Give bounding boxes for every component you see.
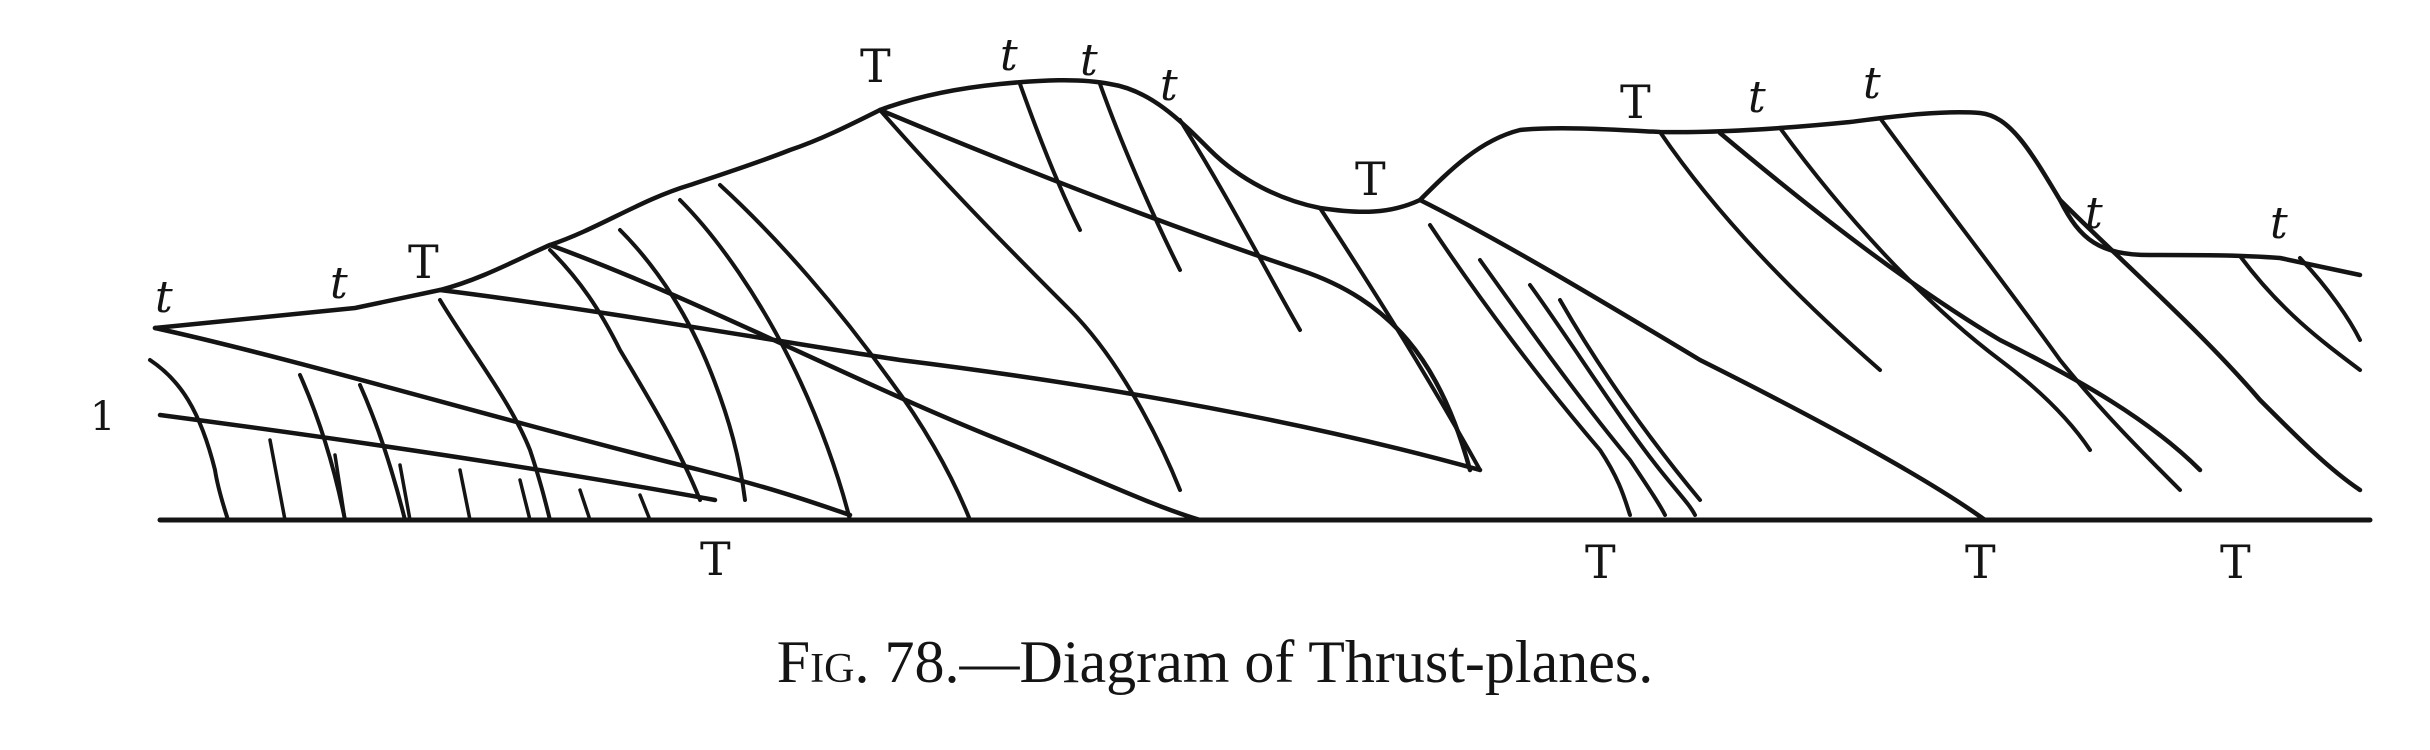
short-stroke [268, 438, 287, 522]
surface-end [2298, 256, 2362, 342]
figure-caption: Fig. 78.—Diagram of Thrust-planes. [0, 628, 2430, 697]
stratum-line [148, 358, 230, 522]
short-stroke [578, 488, 592, 522]
short-stroke [398, 463, 412, 522]
label-right-t: t [1748, 72, 1766, 123]
thrust-plane [1717, 130, 2203, 473]
label-base-T: T [1585, 535, 1616, 589]
label-base-T: T [700, 532, 731, 586]
short-stroke [458, 468, 472, 522]
short-stroke [333, 453, 347, 522]
label-mid-T: T [1355, 152, 1386, 206]
stratum-line [678, 198, 852, 522]
label-top-t: t [1000, 30, 1018, 81]
thrust-plane [437, 287, 1483, 473]
stratum-line [298, 373, 347, 522]
label-far-t: t [2085, 188, 2103, 239]
thrust-plane [877, 107, 1473, 473]
stratum-line [1018, 82, 1082, 232]
stratum-line [618, 228, 747, 502]
label-top-t: t [1160, 60, 1178, 111]
short-stroke [638, 493, 652, 522]
label-left-t: t [155, 272, 173, 323]
label-right-t: t [1863, 58, 1881, 109]
stratum-line [438, 298, 552, 522]
stratum-line [1098, 82, 1182, 272]
thrust-plane [157, 412, 718, 503]
stratum-line [1178, 118, 1302, 332]
surface-profile [152, 77, 2363, 331]
stratum-line [548, 248, 702, 502]
stratum-line [2238, 254, 2362, 372]
label-left-t: t [330, 258, 348, 309]
stratum-line [1428, 223, 1632, 517]
stratum-line [1528, 283, 1697, 517]
caption-fig-label: Fig. [776, 629, 870, 695]
stratum-line [358, 383, 407, 522]
label-base-T: T [1965, 535, 1996, 589]
stratum-line [1318, 206, 1482, 472]
label-right-T: T [1620, 75, 1651, 129]
stratum-line [1778, 126, 2092, 452]
stratum-line [1478, 258, 1667, 517]
stratum-line [878, 108, 1182, 492]
side-mark: 1 [90, 394, 115, 440]
stratum-line [1658, 130, 1882, 372]
label-far-t: t [2270, 198, 2288, 249]
caption-text: 78.—Diagram of Thrust-planes. [884, 629, 1654, 695]
label-left-T: T [408, 235, 439, 289]
stratum-line [1558, 298, 1702, 502]
thrust-plane [547, 242, 1203, 523]
label-top-t: t [1080, 35, 1098, 86]
thrust-plane [1417, 197, 1988, 523]
stratum-line [1878, 116, 2182, 492]
stratum-line [718, 183, 972, 522]
label-top-T: T [860, 39, 891, 93]
thrust-plane [152, 325, 853, 518]
label-base-T: T [2220, 535, 2251, 589]
thrust-plane [2057, 197, 2363, 493]
short-stroke [518, 478, 532, 522]
